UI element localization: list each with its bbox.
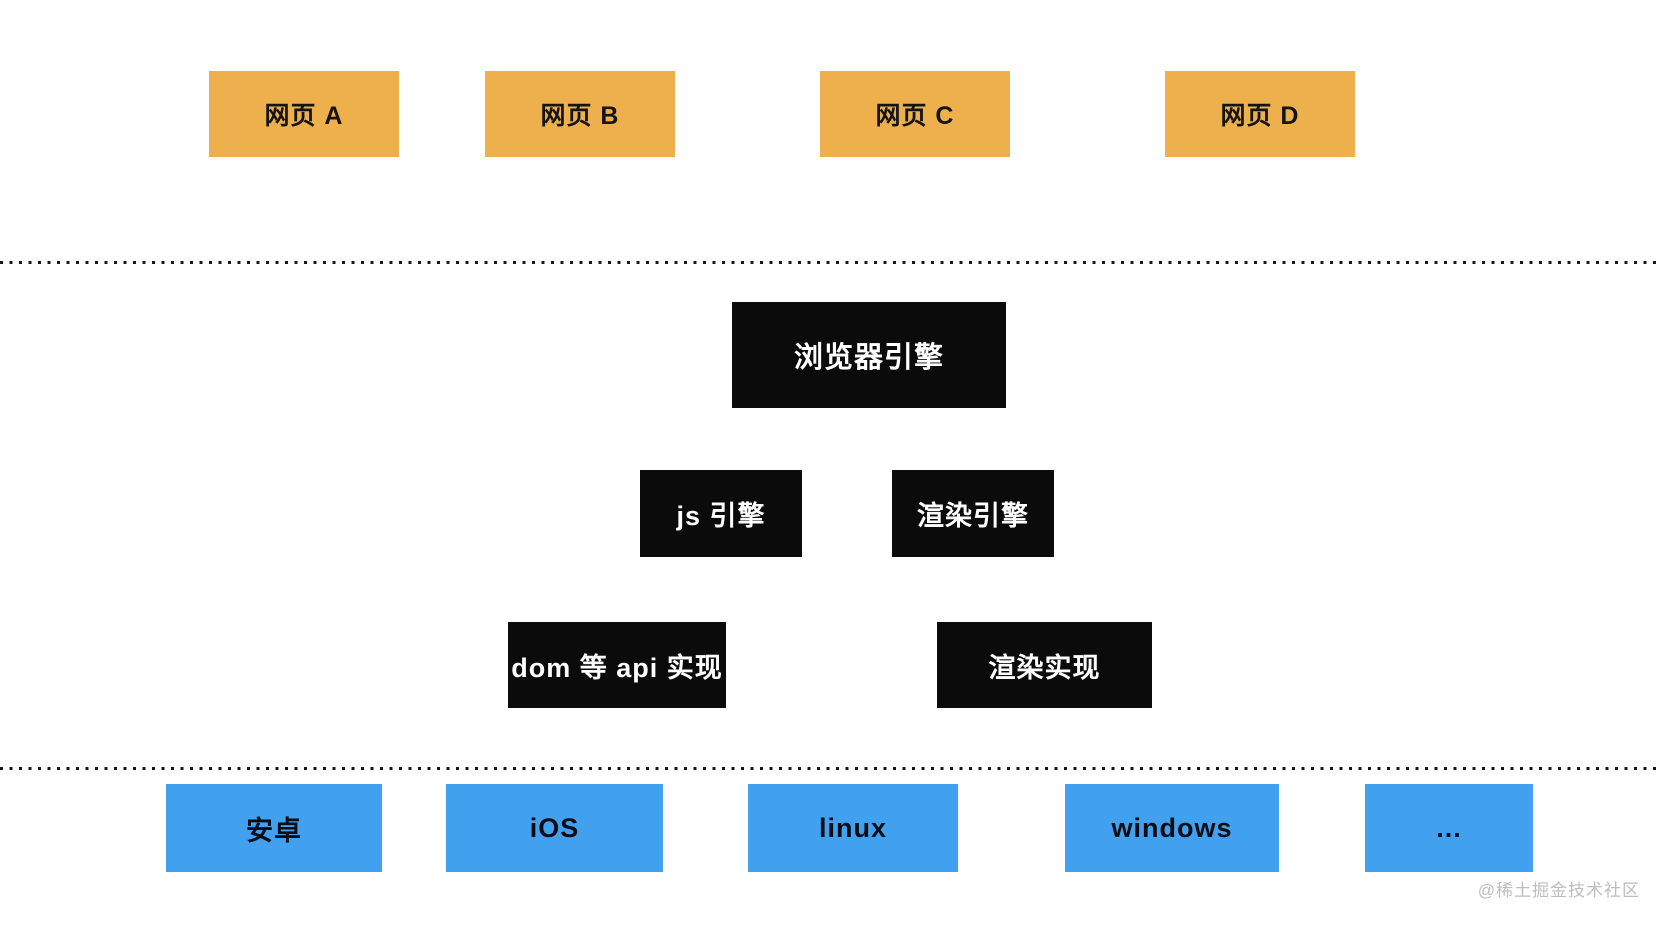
dotted-divider-top	[0, 261, 1656, 264]
web-page-d-box: 网页 D	[1165, 71, 1355, 157]
browser-engine-box: 浏览器引擎	[732, 302, 1006, 408]
dotted-divider-bottom	[0, 767, 1656, 770]
web-page-a-box: 网页 A	[209, 71, 399, 157]
render-impl-box: 渲染实现	[937, 622, 1152, 708]
platform-android-box: 安卓	[166, 784, 382, 872]
web-page-c-box: 网页 C	[820, 71, 1010, 157]
web-page-b-box: 网页 B	[485, 71, 675, 157]
platform-more-box: ...	[1365, 784, 1533, 872]
dom-api-impl-box: dom 等 api 实现	[508, 622, 726, 708]
watermark: @稀土掘金技术社区	[1477, 881, 1640, 900]
js-engine-box: js 引擎	[640, 470, 802, 557]
platform-linux-box: linux	[748, 784, 958, 872]
platform-ios-box: iOS	[446, 784, 663, 872]
platform-windows-box: windows	[1065, 784, 1279, 872]
render-engine-box: 渲染引擎	[892, 470, 1054, 557]
